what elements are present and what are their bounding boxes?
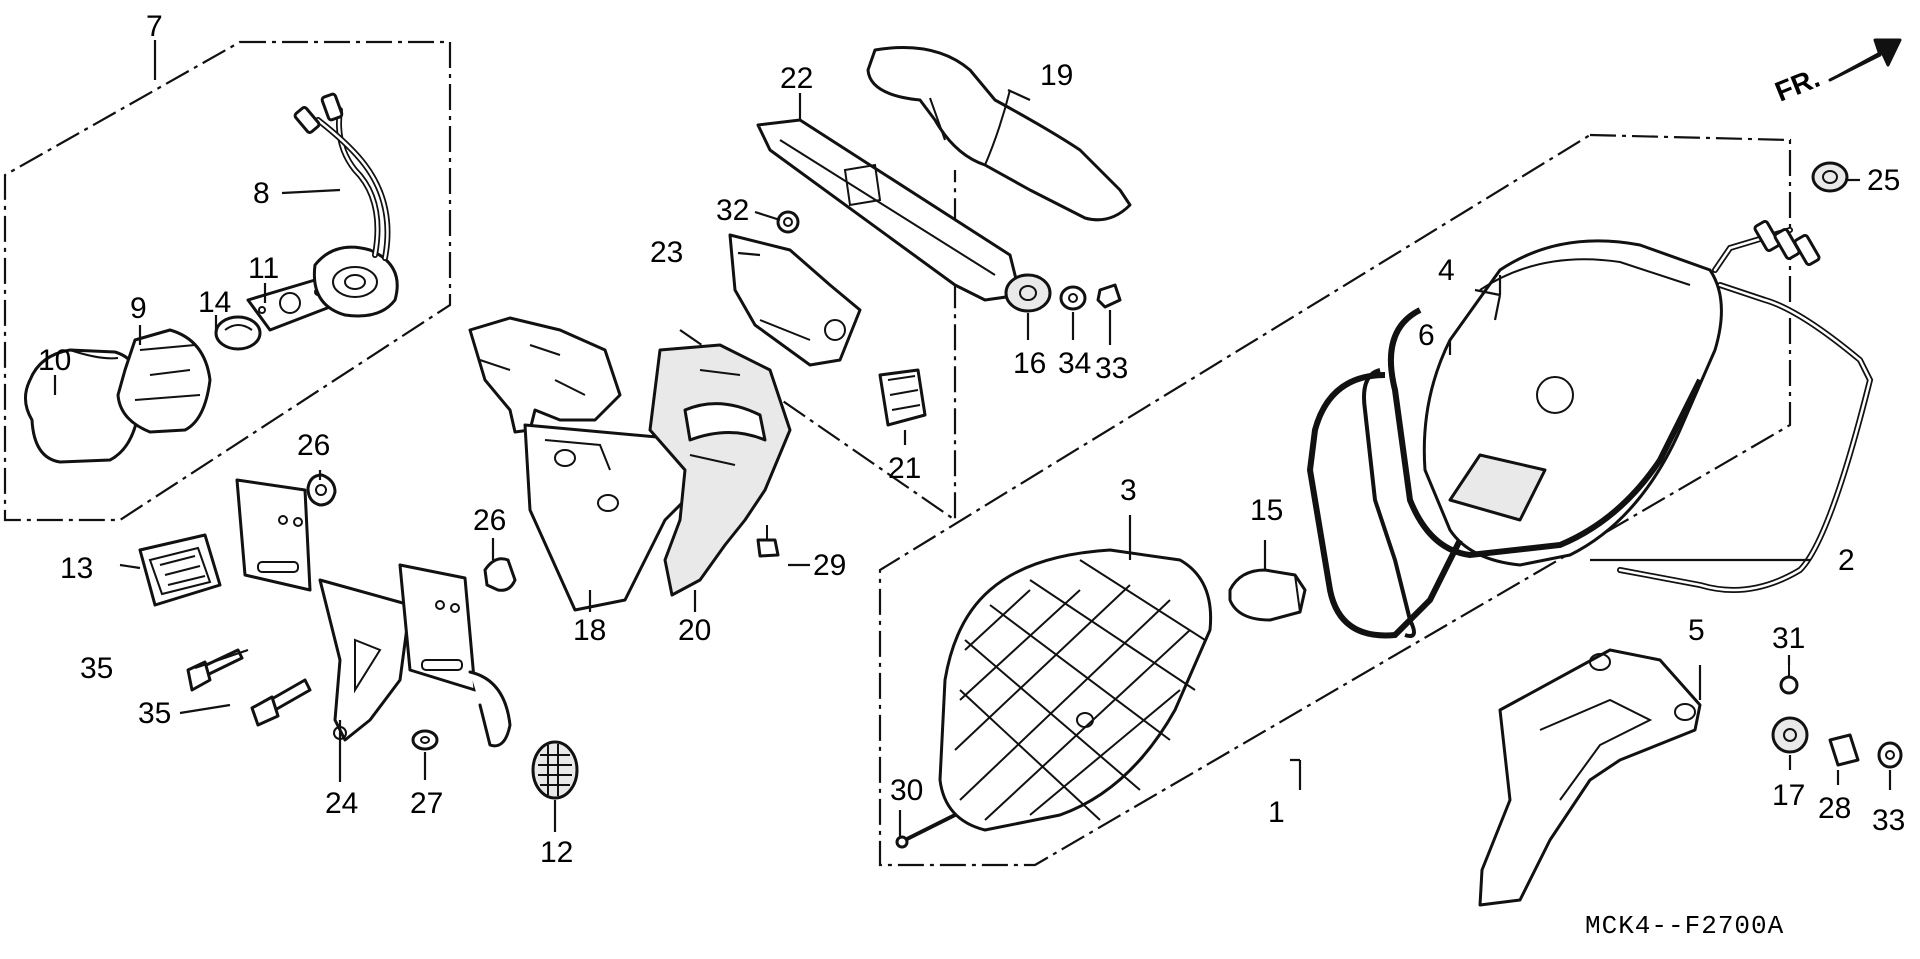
label-part-22: 22 bbox=[780, 62, 813, 95]
nut-33b bbox=[1877, 741, 1903, 769]
inner-fender-20 bbox=[648, 343, 792, 597]
label-part-3: 3 bbox=[1120, 474, 1137, 507]
label-part-29: 29 bbox=[813, 549, 846, 582]
washer-34 bbox=[1059, 285, 1087, 311]
label-part-1: 1 bbox=[1268, 796, 1285, 829]
tail-stay-22 bbox=[756, 118, 1022, 302]
nut-32 bbox=[776, 210, 800, 234]
part-labels: 7 8 11 9 14 10 13 35 35 26 24 27 12 26 1… bbox=[38, 10, 1905, 869]
label-part-26b: 26 bbox=[473, 504, 506, 537]
lamp-bracket-5 bbox=[1478, 648, 1702, 907]
tail-lamp-gasket-6 bbox=[1306, 307, 1703, 639]
label-part-28: 28 bbox=[1818, 792, 1851, 825]
label-part-27: 27 bbox=[410, 787, 443, 820]
label-part-33b: 33 bbox=[1872, 804, 1905, 837]
rear-lamp-housing-9 bbox=[116, 328, 212, 434]
bolt-35a bbox=[186, 648, 244, 692]
label-part-20: 20 bbox=[678, 614, 711, 647]
label-part-7: 7 bbox=[146, 10, 163, 43]
label-part-35a: 35 bbox=[80, 652, 113, 685]
bulb-14 bbox=[214, 315, 262, 351]
front-direction-arrow-icon: FR. bbox=[1771, 38, 1902, 108]
label-part-14: 14 bbox=[198, 286, 231, 319]
label-part-30: 30 bbox=[890, 774, 923, 807]
grommet-26b bbox=[483, 557, 517, 592]
label-part-19: 19 bbox=[1040, 59, 1073, 92]
label-part-15: 15 bbox=[1250, 494, 1283, 527]
label-part-18: 18 bbox=[573, 614, 606, 647]
label-part-23: 23 bbox=[650, 236, 683, 269]
collar-27 bbox=[411, 729, 439, 751]
label-part-2: 2 bbox=[1838, 544, 1855, 577]
screw-31 bbox=[1779, 665, 1799, 695]
label-part-10: 10 bbox=[38, 344, 71, 377]
label-part-35b: 35 bbox=[138, 697, 171, 730]
screw-30 bbox=[895, 813, 956, 849]
license-stay-left bbox=[235, 478, 312, 592]
label-part-6: 6 bbox=[1418, 319, 1435, 352]
socket-base-8 bbox=[312, 245, 399, 318]
collar-28 bbox=[1828, 733, 1860, 767]
label-part-24: 24 bbox=[325, 787, 358, 820]
label-part-21: 21 bbox=[888, 452, 921, 485]
reflector-13 bbox=[138, 533, 222, 607]
leader-lines bbox=[53, 40, 1892, 838]
label-part-34: 34 bbox=[1058, 347, 1091, 380]
lamp-wire-4 bbox=[1362, 368, 1416, 638]
relay-21 bbox=[878, 368, 927, 427]
label-part-33a: 33 bbox=[1095, 352, 1128, 385]
diagram-code: MCK4--F2700A bbox=[1585, 911, 1784, 941]
nut-33a bbox=[1096, 283, 1122, 309]
label-part-4: 4 bbox=[1438, 254, 1455, 287]
frame-taillight-group bbox=[3, 40, 452, 522]
label-part-9: 9 bbox=[130, 292, 147, 325]
rubber-17 bbox=[1771, 716, 1809, 754]
grommet-25 bbox=[1811, 161, 1849, 193]
frame-tail-lamp-assembly bbox=[878, 133, 1792, 867]
tail-cover-19 bbox=[866, 46, 1132, 222]
reflector-12 bbox=[531, 740, 579, 800]
bracket-23 bbox=[728, 233, 862, 367]
label-part-17: 17 bbox=[1772, 779, 1805, 812]
tail-lamp-housing-2 bbox=[1422, 239, 1723, 567]
label-part-26a: 26 bbox=[297, 429, 330, 462]
rubber-16 bbox=[1004, 273, 1052, 313]
direction-label: FR. bbox=[1771, 62, 1824, 108]
label-part-13: 13 bbox=[60, 552, 93, 585]
nut-26a bbox=[306, 473, 337, 507]
label-part-16: 16 bbox=[1013, 347, 1046, 380]
bolt-35b bbox=[250, 678, 312, 727]
wire-harness-8 bbox=[293, 92, 391, 261]
label-part-12: 12 bbox=[540, 836, 573, 869]
label-part-32: 32 bbox=[716, 194, 749, 227]
tail-lamp-wiring-2 bbox=[1617, 219, 1874, 593]
label-part-8: 8 bbox=[253, 177, 270, 210]
label-part-11: 11 bbox=[248, 252, 279, 285]
tail-lamp-lens-3 bbox=[938, 548, 1213, 832]
label-part-31: 31 bbox=[1772, 622, 1805, 655]
license-stay-right bbox=[398, 563, 512, 748]
label-part-5: 5 bbox=[1688, 614, 1705, 647]
rear-fender-upper-18 bbox=[468, 316, 622, 434]
bulb-15 bbox=[1228, 568, 1307, 622]
license-bracket-24 bbox=[318, 578, 412, 742]
label-part-25: 25 bbox=[1867, 164, 1900, 197]
screw-29 bbox=[756, 525, 780, 558]
